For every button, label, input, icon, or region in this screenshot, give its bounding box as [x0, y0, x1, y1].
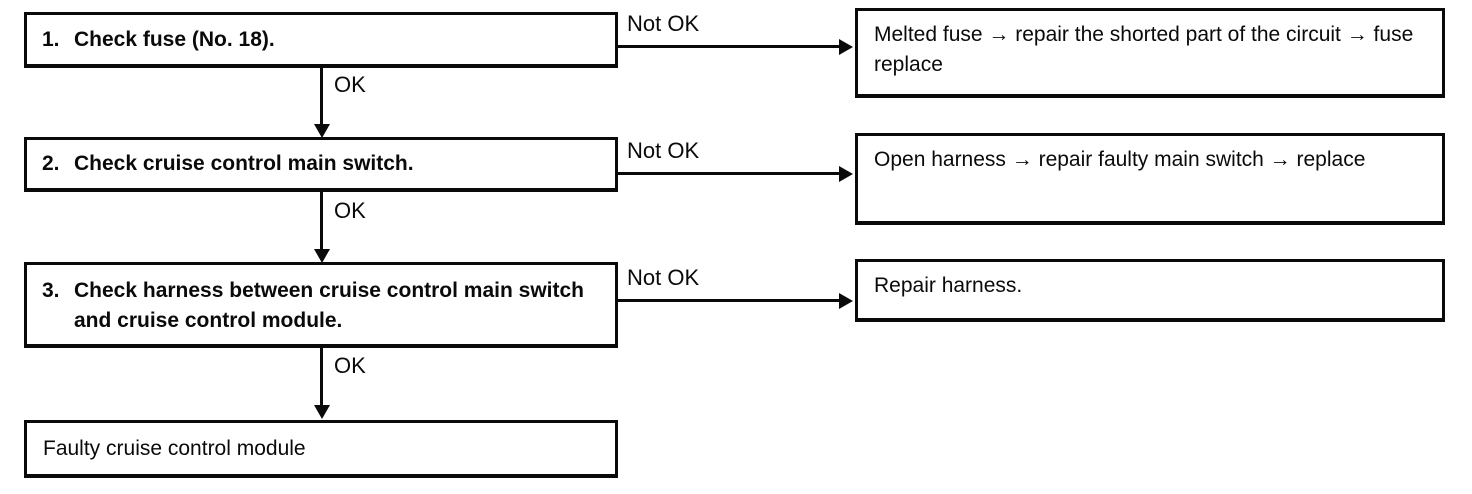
ok-label-3: OK — [334, 353, 366, 378]
ok-arrow-3-head-icon — [314, 405, 330, 419]
ok-arrow-1-head-icon — [314, 124, 330, 138]
step-2-number: 2. — [42, 152, 60, 175]
not-ok-arrow-2-head-icon — [839, 166, 853, 182]
ok-arrow-1-line — [320, 68, 323, 126]
ok-arrow-3-line — [320, 348, 323, 406]
not-ok-label-3: Not OK — [627, 265, 700, 290]
step-2-box: 2. Check cruise control main switch. — [24, 137, 618, 192]
final-diagnosis-text: Faulty cruise control module — [43, 436, 306, 460]
remedy-3-text: Repair harness. — [874, 274, 1023, 297]
step-3-box: 3. Check harness between cruise control … — [24, 262, 618, 348]
step-1-box: 1. Check fuse (No. 18). — [24, 12, 618, 68]
remedy-2-text: Open harness → repair faulty main switch… — [874, 148, 1366, 171]
not-ok-arrow-2-line — [618, 172, 840, 175]
ok-label-2: OK — [334, 198, 366, 223]
ok-arrow-2-line — [320, 192, 323, 250]
step-1-content: 1. Check fuse (No. 18). — [42, 25, 285, 55]
final-diagnosis-box: Faulty cruise control module — [24, 420, 618, 478]
remedy-1-box: Melted fuse → repair the shorted part of… — [855, 8, 1445, 98]
not-ok-arrow-3-head-icon — [839, 293, 853, 309]
step-3-content: 3. Check harness between cruise control … — [42, 276, 615, 336]
step-3-text: Check harness between cruise control mai… — [74, 279, 584, 332]
step-1-number: 1. — [42, 27, 60, 51]
ok-label-1: OK — [334, 72, 366, 97]
step-2-text: Check cruise control main switch. — [74, 152, 414, 175]
remedy-3-box: Repair harness. — [855, 259, 1445, 322]
ok-arrow-2-head-icon — [314, 249, 330, 263]
step-2-content: 2. Check cruise control main switch. — [42, 149, 424, 179]
step-3-number: 3. — [42, 279, 60, 302]
not-ok-label-1: Not OK — [627, 11, 700, 36]
not-ok-label-2: Not OK — [627, 138, 700, 163]
not-ok-arrow-1-head-icon — [839, 39, 853, 55]
remedy-2-box: Open harness → repair faulty main switch… — [855, 133, 1445, 225]
remedy-1-text: Melted fuse → repair the shorted part of… — [874, 23, 1414, 76]
not-ok-arrow-1-line — [618, 45, 840, 48]
not-ok-arrow-3-line — [618, 299, 840, 302]
step-1-text: Check fuse (No. 18). — [74, 27, 275, 51]
